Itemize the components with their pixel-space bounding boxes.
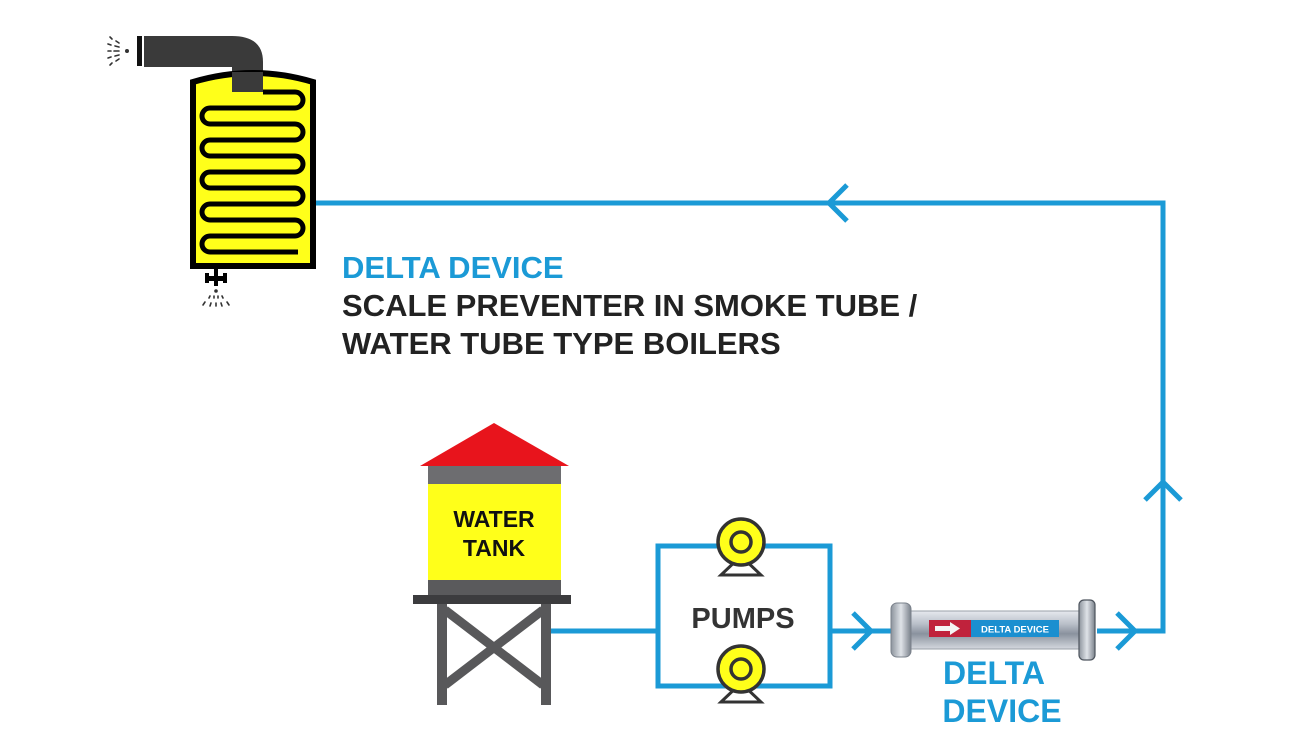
pump-icon [716, 517, 766, 577]
device-label-blue [971, 620, 1059, 637]
device-flow-arrow-icon [935, 622, 960, 635]
arrow-right-icon [851, 611, 875, 651]
flow-arrows [825, 183, 1183, 651]
device-right-flange [1078, 599, 1096, 661]
device-left-flange [890, 602, 912, 658]
water-tank-label-line-2: TANK [463, 535, 526, 561]
tank-roof [420, 423, 569, 466]
delta-device-caption-line-1: DELTA [943, 655, 1045, 691]
drain-valve-icon [205, 266, 227, 286]
pipe-pump-manifold [655, 543, 833, 689]
drain-spray-icon [202, 289, 230, 307]
boiler-icon [107, 36, 316, 307]
pump-icon [716, 644, 766, 704]
tank-platform [413, 595, 571, 604]
pumps-label: PUMPS [691, 603, 794, 635]
chimney-cap [137, 36, 142, 66]
tank-stand [437, 604, 551, 705]
delta-device-caption-line-2: DEVICE [942, 693, 1061, 729]
arrow-left-icon [825, 183, 849, 223]
boiler-coil [199, 89, 306, 255]
water-tower-icon: WATER TANK [413, 423, 571, 705]
device-body-label: DELTA DEVICE [981, 625, 1049, 636]
pipe-return-to-boiler [316, 200, 1166, 634]
water-tank-label-line-1: WATER [453, 506, 535, 532]
diagram-title: DELTA DEVICE SCALE PREVENTER IN SMOKE TU… [342, 250, 918, 361]
pipe-network [316, 200, 1166, 689]
tank-bottom-band [428, 580, 561, 595]
tank-top-band [428, 466, 561, 484]
title-line-2: WATER TUBE TYPE BOILERS [342, 326, 781, 361]
title-product: DELTA DEVICE [342, 250, 564, 285]
arrow-up-icon [1143, 478, 1183, 502]
tank-body [428, 484, 561, 580]
exhaust-spray-icon [107, 36, 129, 66]
delta-device-tube-icon: DELTA DEVICE [890, 599, 1096, 661]
title-line-1: SCALE PREVENTER IN SMOKE TUBE / [342, 288, 918, 323]
arrow-right-icon [1115, 611, 1139, 651]
